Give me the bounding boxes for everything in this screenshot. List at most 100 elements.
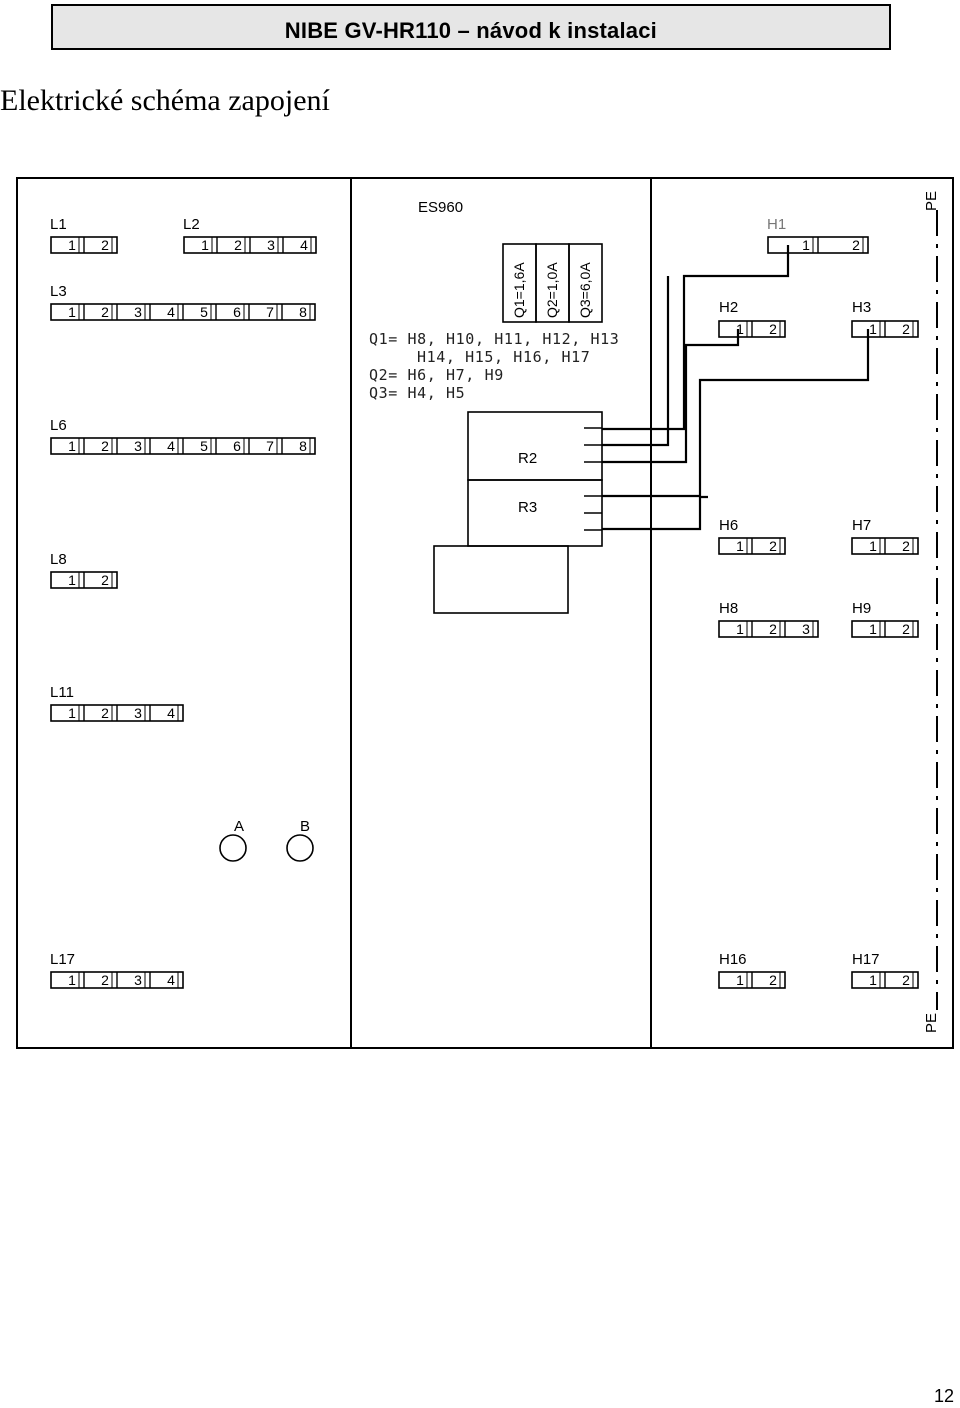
terminal-label-h2: H2 bbox=[719, 299, 738, 316]
terminal-number: 1 bbox=[68, 972, 76, 988]
terminal-number: 5 bbox=[200, 304, 208, 320]
terminal-label-l2: L2 bbox=[183, 216, 200, 233]
relay-base bbox=[433, 545, 569, 614]
terminal-number: 1 bbox=[869, 321, 877, 337]
terminal-number: 2 bbox=[101, 304, 109, 320]
fuse-q3-label: Q3=6,0A bbox=[577, 262, 593, 318]
terminal-number: 1 bbox=[68, 705, 76, 721]
terminal-number: 3 bbox=[267, 237, 275, 253]
terminal-number: 6 bbox=[233, 438, 241, 454]
section-title: Elektrické schéma zapojení bbox=[0, 84, 330, 117]
connector-a-label: A bbox=[234, 818, 244, 835]
terminal-number: 2 bbox=[769, 621, 777, 637]
terminal-number: 2 bbox=[902, 538, 910, 554]
terminal-label-l1: L1 bbox=[50, 216, 67, 233]
wire-h2 bbox=[602, 329, 740, 464]
page-number: 12 bbox=[933, 1386, 954, 1406]
relay-r2-label: R2 bbox=[518, 450, 537, 467]
terminal-label-l11: L11 bbox=[50, 684, 74, 701]
terminal-number: 1 bbox=[736, 538, 744, 554]
terminal-label-l3: L3 bbox=[50, 283, 67, 300]
terminal-label-h8: H8 bbox=[719, 600, 738, 617]
terminal-label-h6: H6 bbox=[719, 517, 738, 534]
terminal-number: 4 bbox=[167, 705, 175, 721]
terminal-number: 7 bbox=[266, 304, 274, 320]
terminal-number: 5 bbox=[200, 438, 208, 454]
wires bbox=[602, 245, 870, 531]
terminal-number: 8 bbox=[299, 438, 307, 454]
relay-r3-label: R3 bbox=[518, 499, 537, 516]
terminal-number: 2 bbox=[769, 972, 777, 988]
terminal-number: 3 bbox=[134, 705, 142, 721]
terminal-number: 2 bbox=[769, 538, 777, 554]
terminal-block-l11: 1 2 3 4 bbox=[50, 704, 184, 722]
terminal-number: 1 bbox=[736, 972, 744, 988]
terminal-label-h16: H16 bbox=[719, 951, 747, 968]
pe-label-bottom: PE bbox=[923, 1013, 940, 1033]
terminal-number: 1 bbox=[869, 621, 877, 637]
terminal-label-l6: L6 bbox=[50, 417, 67, 434]
terminal-block-outline bbox=[718, 620, 819, 638]
connector-b bbox=[286, 834, 314, 862]
terminal-number: 1 bbox=[736, 621, 744, 637]
fuse-note-line-3: Q2= H6, H7, H9 bbox=[369, 366, 504, 384]
terminal-number: 4 bbox=[167, 438, 175, 454]
fuse-note-line-4: Q3= H4, H5 bbox=[369, 384, 465, 402]
controller-label: ES960 bbox=[418, 199, 463, 216]
connector-a bbox=[219, 834, 247, 862]
terminal-number: 1 bbox=[802, 237, 810, 253]
fuse-note: Q1= H8, H10, H11, H12, H13 H14, H15, H16… bbox=[369, 330, 619, 402]
panel-outline bbox=[16, 177, 954, 1049]
terminal-number: 3 bbox=[134, 438, 142, 454]
terminal-number: 8 bbox=[299, 304, 307, 320]
terminal-number: 1 bbox=[68, 304, 76, 320]
terminal-number: 1 bbox=[68, 572, 76, 588]
terminal-number: 1 bbox=[869, 538, 877, 554]
terminal-number: 2 bbox=[234, 237, 242, 253]
terminal-number: 1 bbox=[869, 972, 877, 988]
terminal-label-h3: H3 bbox=[852, 299, 871, 316]
terminal-number: 3 bbox=[134, 304, 142, 320]
header-box: NIBE GV-HR110 – návod k instalaci bbox=[51, 4, 891, 50]
wire-h6 bbox=[602, 495, 708, 531]
terminal-number: 1 bbox=[201, 237, 209, 253]
terminal-number: 2 bbox=[769, 321, 777, 337]
relay-pins bbox=[584, 427, 602, 531]
wire-h1-b bbox=[602, 276, 670, 447]
fuse-block: Q1=1,6A Q2=1,0A Q3=6,0A bbox=[502, 243, 603, 323]
terminal-label-l8: L8 bbox=[50, 551, 67, 568]
terminal-number: 2 bbox=[101, 237, 109, 253]
terminal-label-h1: H1 bbox=[767, 216, 786, 233]
terminal-number: 2 bbox=[101, 572, 109, 588]
fuse-q2-label: Q2=1,0A bbox=[544, 262, 560, 318]
terminal-number: 1 bbox=[68, 438, 76, 454]
terminal-number: 4 bbox=[167, 304, 175, 320]
fuse-note-line-1: Q1= H8, H10, H11, H12, H13 bbox=[369, 330, 619, 348]
terminal-label-h7: H7 bbox=[852, 517, 871, 534]
fuse-q1-label: Q1=1,6A bbox=[511, 262, 527, 318]
fuse-q3 bbox=[568, 243, 603, 323]
terminal-number: 2 bbox=[902, 621, 910, 637]
terminal-number: 2 bbox=[852, 237, 860, 253]
wire-h3 bbox=[602, 329, 870, 498]
header-title: NIBE GV-HR110 – návod k instalaci bbox=[284, 18, 657, 43]
terminal-number: 2 bbox=[101, 438, 109, 454]
terminal-number: 1 bbox=[68, 237, 76, 253]
terminal-label-h17: H17 bbox=[852, 951, 880, 968]
terminal-number: 2 bbox=[101, 705, 109, 721]
terminal-label-h9: H9 bbox=[852, 600, 871, 617]
